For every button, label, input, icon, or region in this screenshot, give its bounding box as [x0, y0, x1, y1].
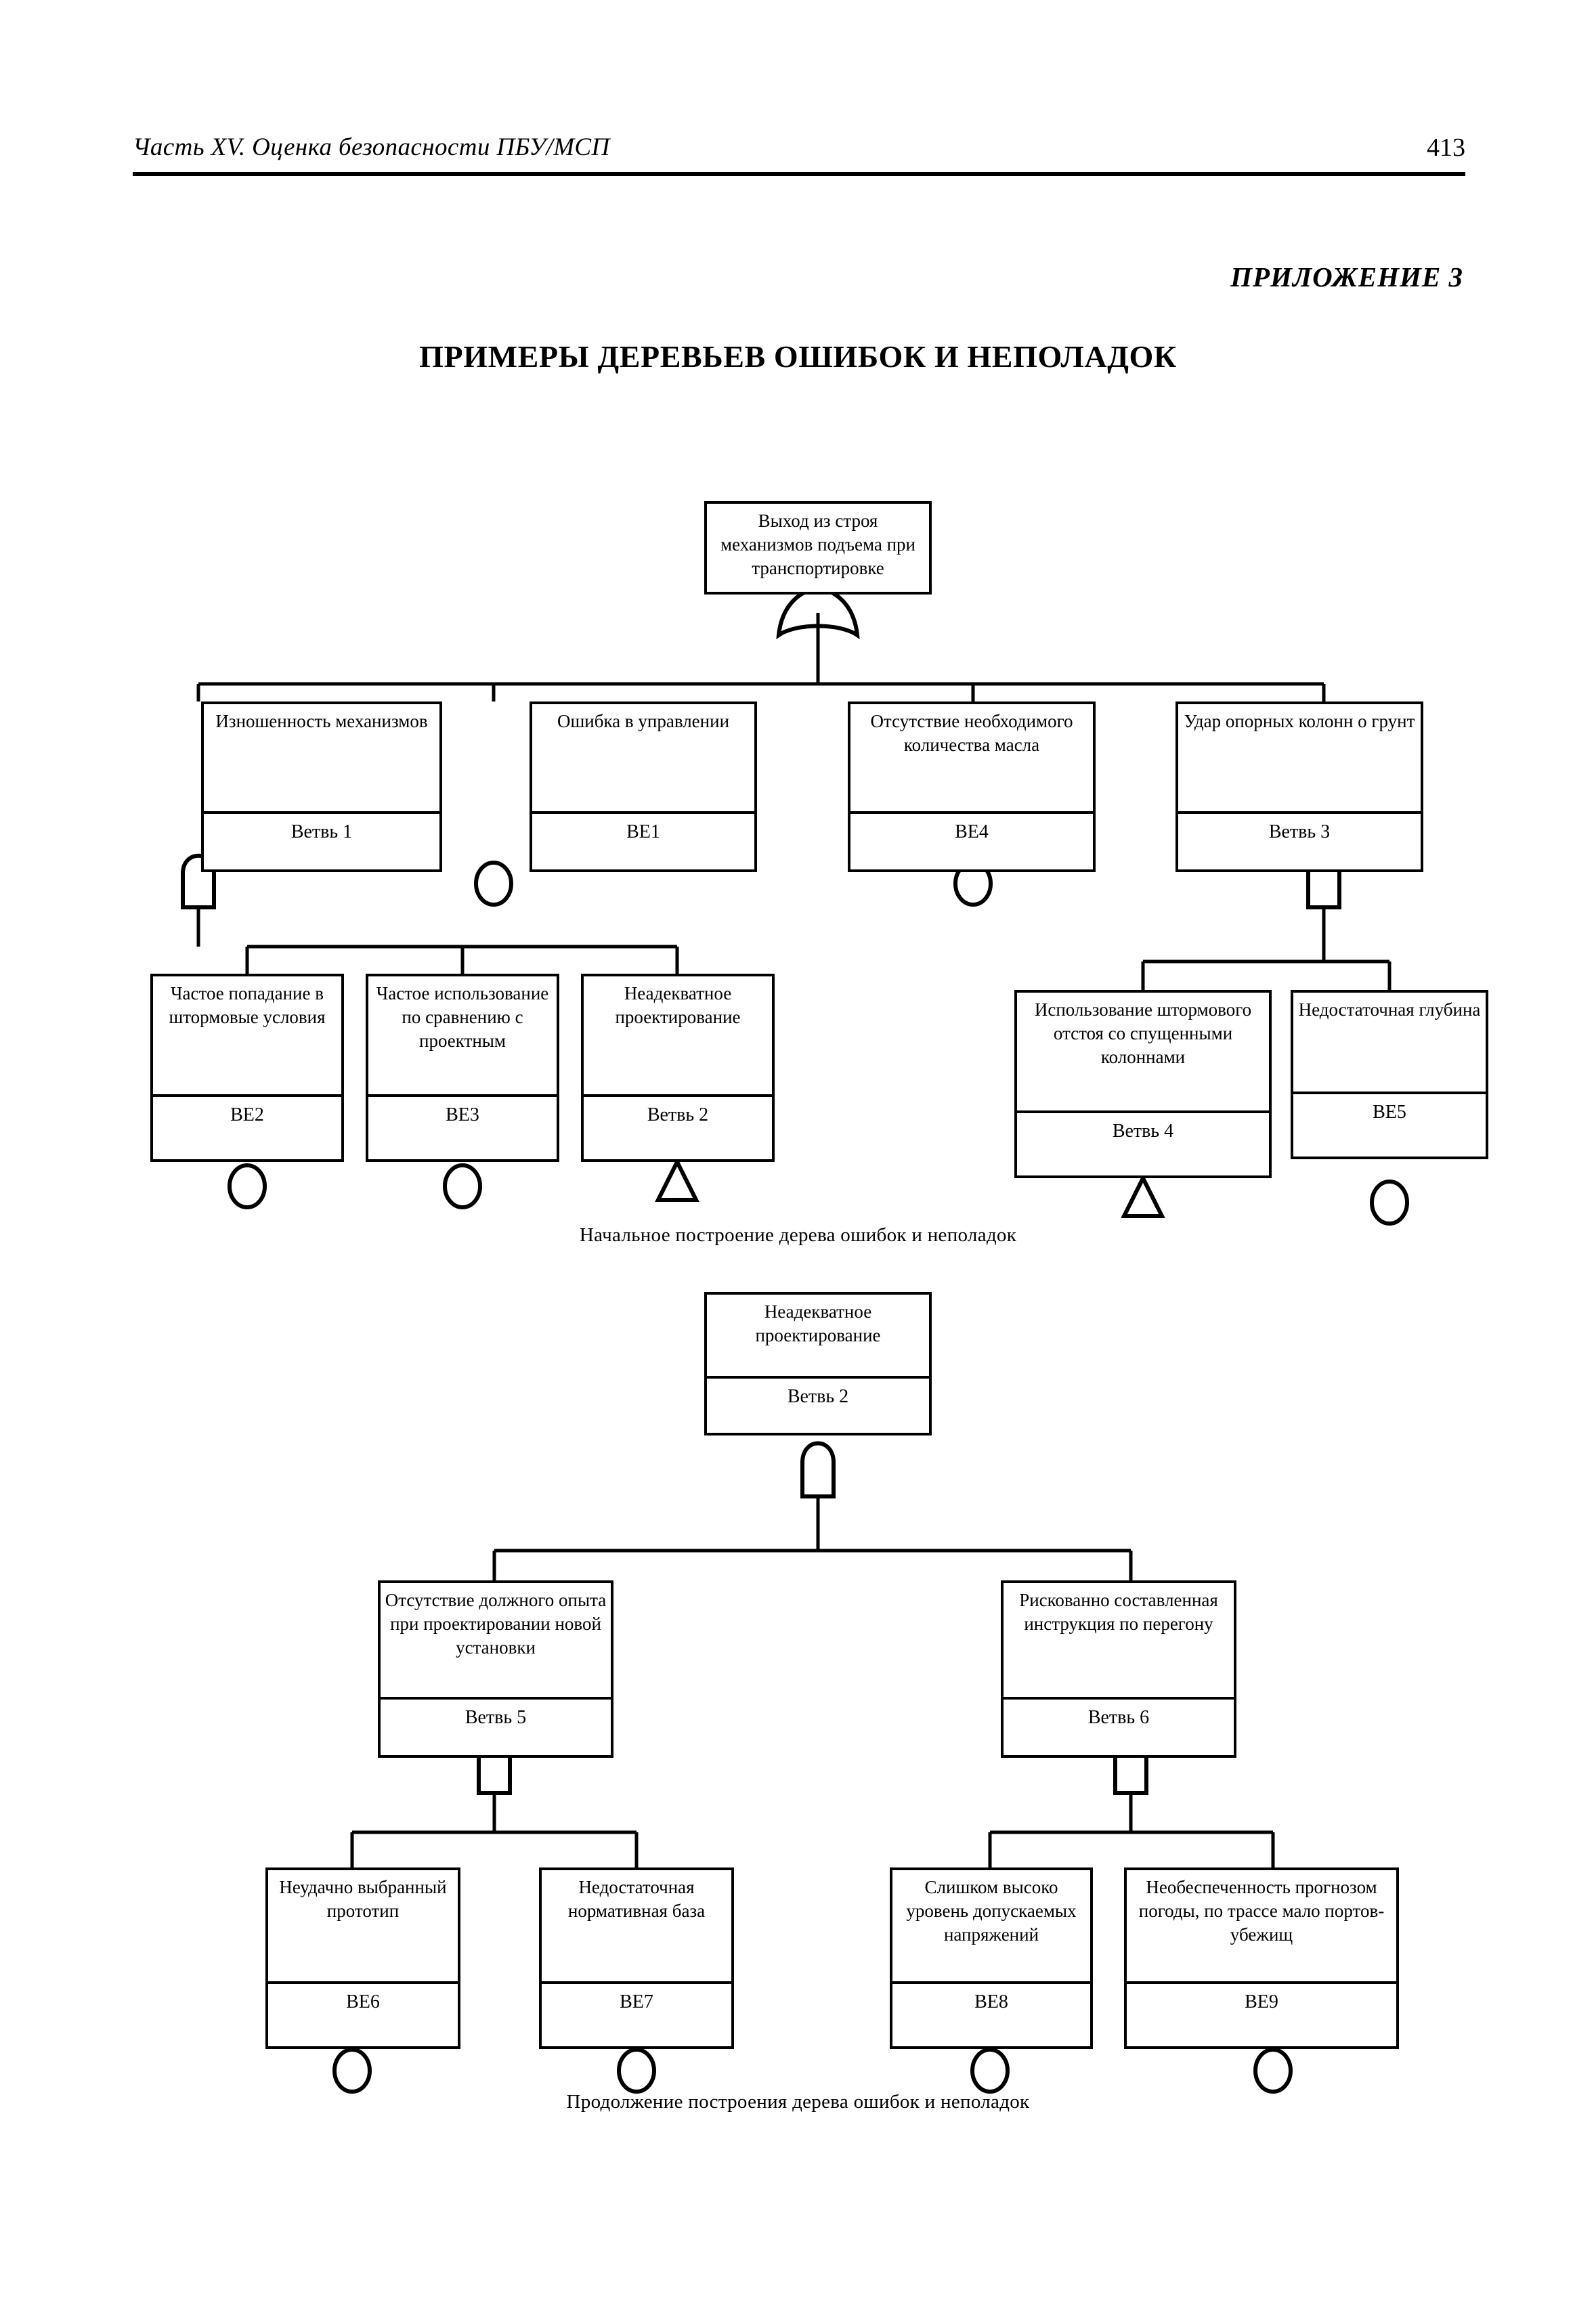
node-description: Удар опорных колонн о грунт: [1184, 711, 1415, 731]
node-description: Рискованно составленная инструкция по пе…: [1019, 1590, 1218, 1635]
header-rule: [133, 172, 1465, 176]
basic-event-circle-be6: [332, 2048, 372, 2094]
node-description: Отсутствие необходимого количества масла: [870, 711, 1073, 756]
tree2-node-uroven-napryazheniy[interactable]: Слишком высоко уровень допускаемых напря…: [890, 1867, 1093, 2049]
node-id: BE2: [153, 1094, 341, 1159]
figure-2-caption: Продолжение построения дерева ошибок и н…: [566, 2091, 1030, 2113]
tree2-node-root[interactable]: Неадекватное проектирование Ветвь 2: [704, 1292, 932, 1435]
node-id: Ветвь 3: [1178, 811, 1421, 869]
node-description: Частое попадание в штормовые условия: [169, 983, 326, 1028]
node-id: BE4: [850, 811, 1093, 869]
node-id: BE1: [532, 811, 754, 869]
node-description: Неадекватное проектирование: [755, 1301, 881, 1346]
tree2-node-normativnaya-baza[interactable]: Недостаточная нормативная база BE7: [539, 1867, 734, 2049]
node-description: Изношенность механизмов: [215, 711, 428, 731]
node-description: Необеспеченность прогнозом погоды, по тр…: [1138, 1877, 1385, 1945]
running-head-title: Часть XV. Оценка безопасности ПБУ/МСП: [133, 133, 610, 161]
tree1-node-iznoshennost[interactable]: Изношенность механизмов Ветвь 1: [201, 701, 442, 872]
node-description: Частое использование по сравнению с прое…: [376, 983, 549, 1052]
tree1-node-nedostatochnaya-glubina[interactable]: Недостаточная глубина BE5: [1291, 990, 1488, 1159]
transfer-triangle-branch2: [655, 1157, 699, 1202]
node-id: BE6: [268, 1981, 458, 2046]
basic-event-circle-be3: [443, 1163, 482, 1209]
tree1-node-root[interactable]: Выход из строя механизмов подъема при тр…: [704, 501, 932, 595]
basic-event-circle-be7: [617, 2048, 656, 2094]
node-description: Выход из строя механизмов подъема при тр…: [720, 511, 915, 579]
tree2-node-prognoz-pogody[interactable]: Необеспеченность прогнозом погоды, по тр…: [1124, 1867, 1399, 2049]
node-description: Недостаточная глубина: [1298, 999, 1481, 1020]
and-gate-tree2-root: [800, 1441, 836, 1498]
node-description: Ошибка в управлении: [557, 711, 730, 731]
node-id: BE7: [542, 1981, 731, 2046]
node-id: BE5: [1293, 1092, 1486, 1157]
node-description: Неадекватное проектирование: [615, 983, 741, 1028]
page-number: 413: [1427, 133, 1465, 162]
tree2-node-otsutstvie-opyta[interactable]: Отсутствие должного опыта при проектиров…: [378, 1580, 613, 1758]
node-id: BE9: [1127, 1981, 1396, 2046]
basic-event-circle-be2: [228, 1163, 267, 1209]
node-id: Ветвь 4: [1017, 1110, 1269, 1175]
node-id: BE8: [892, 1981, 1090, 2046]
tree1-node-udar-kolonn[interactable]: Удар опорных колонн о грунт Ветвь 3: [1176, 701, 1423, 872]
tree2-node-riskovannaya-instrukciya[interactable]: Рискованно составленная инструкция по пе…: [1001, 1580, 1236, 1758]
node-id: Ветвь 2: [584, 1094, 772, 1159]
appendix-label: ПРИЛОЖЕНИЕ 3: [1230, 261, 1463, 293]
running-head: Часть XV. Оценка безопасности ПБУ/МСП 41…: [133, 133, 1465, 176]
node-id: Ветвь 6: [1004, 1697, 1234, 1755]
transfer-triangle-branch4: [1121, 1173, 1165, 1218]
node-id: BE3: [368, 1094, 557, 1159]
node-id: Ветвь 2: [707, 1376, 929, 1433]
node-description: Неудачно выбранный прототип: [279, 1877, 447, 1922]
figure-1-caption: Начальное построение дерева ошибок и неп…: [579, 1224, 1017, 1246]
tree1-node-chastoe-ispolzovanie[interactable]: Частое использование по сравнению с прое…: [366, 974, 559, 1162]
node-description: Отсутствие должного опыта при проектиров…: [385, 1590, 607, 1658]
node-description: Недостаточная нормативная база: [567, 1877, 706, 1922]
basic-event-circle-be5: [1370, 1180, 1409, 1226]
tree1-node-shtormovye-usloviya[interactable]: Частое попадание в штормовые условия BE2: [150, 974, 344, 1162]
tree1-node-oshibka[interactable]: Ошибка в управлении BE1: [530, 701, 757, 872]
node-description: Использование штормового отстоя со спуще…: [1034, 999, 1252, 1068]
tree1-node-neadekvatnoe-proektirovanie[interactable]: Неадекватное проектирование Ветвь 2: [581, 974, 775, 1162]
basic-event-circle-be1: [474, 861, 513, 907]
tree1-node-shtormovoy-otstoy[interactable]: Использование штормового отстоя со спуще…: [1014, 990, 1272, 1178]
tree2-node-neudachnyy-prototip[interactable]: Неудачно выбранный прототип BE6: [265, 1867, 460, 2049]
tree1-node-otsutstvie-masla[interactable]: Отсутствие необходимого количества масла…: [848, 701, 1096, 872]
node-description: Слишком высоко уровень допускаемых напря…: [906, 1877, 1077, 1945]
basic-event-circle-be9: [1253, 2048, 1293, 2094]
page-title: ПРИМЕРЫ ДЕРЕВЬЕВ ОШИБОК И НЕПОЛАДОК: [419, 339, 1177, 374]
or-gate: [776, 585, 860, 640]
basic-event-circle-be8: [970, 2048, 1010, 2094]
node-id: Ветвь 1: [204, 811, 439, 869]
node-id: Ветвь 5: [381, 1697, 611, 1755]
